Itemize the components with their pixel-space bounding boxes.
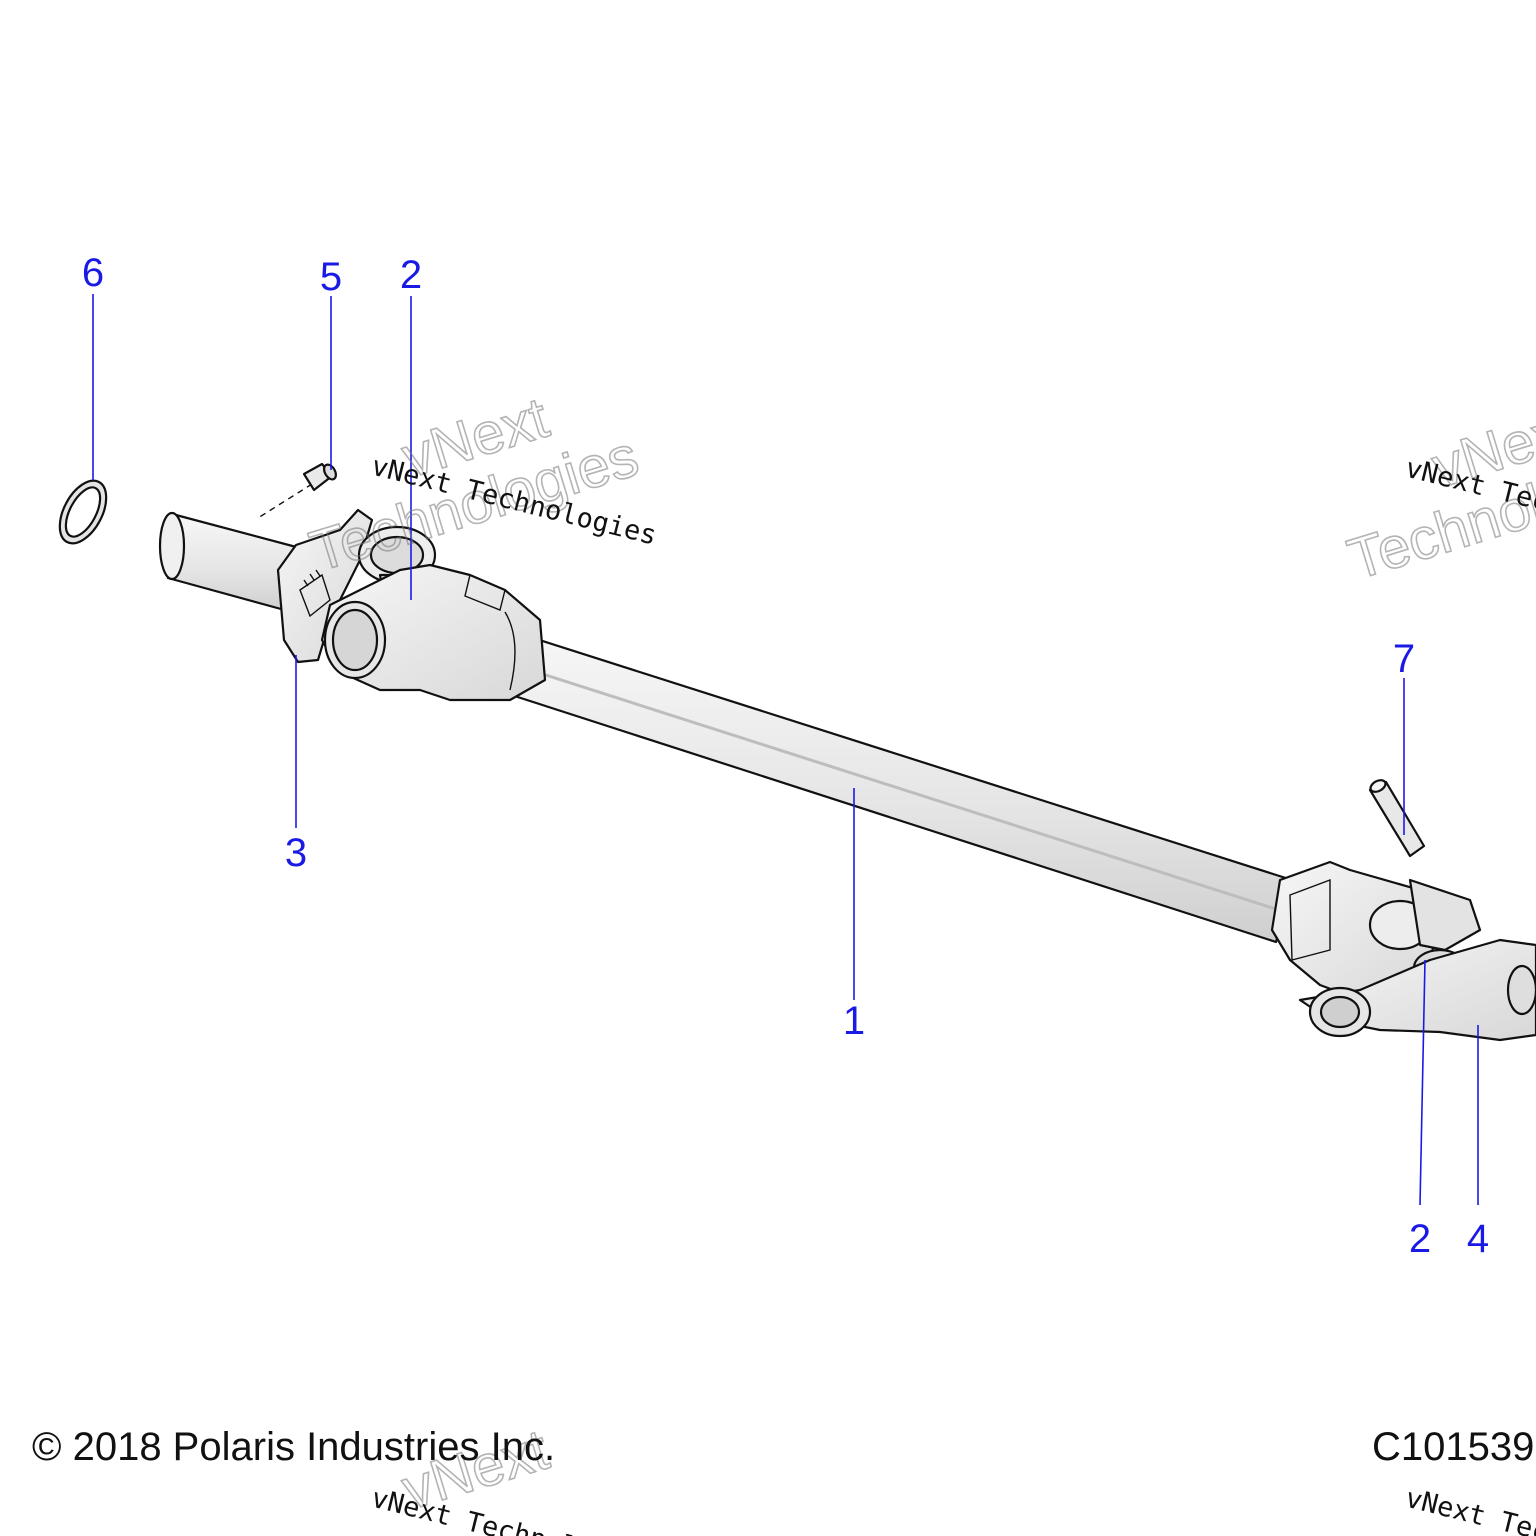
callout-cross-kit-left: 2 bbox=[400, 253, 422, 297]
callout-yoke-right: 4 bbox=[1467, 1217, 1489, 1261]
o-ring-part bbox=[58, 479, 108, 545]
drive-shaft-part bbox=[494, 628, 1294, 944]
input-stub-tube bbox=[158, 511, 302, 614]
roll-pin-part bbox=[1368, 779, 1426, 858]
watermark-text: vNext Technologies bbox=[1402, 1483, 1536, 1536]
right-yoke-part bbox=[1298, 938, 1536, 1042]
diagram-code: C101539 bbox=[1372, 1425, 1534, 1469]
callout-grease-fitting: 5 bbox=[320, 255, 342, 299]
copyright-notice: © 2018 Polaris Industries Inc. bbox=[32, 1425, 555, 1469]
left-tube-yoke bbox=[320, 563, 547, 702]
leader-lines bbox=[92, 294, 1479, 1206]
callout-yoke-left: 3 bbox=[285, 831, 307, 875]
callout-o-ring: 6 bbox=[82, 251, 104, 295]
callout-cross-kit-right: 2 bbox=[1409, 1217, 1431, 1261]
callout-roll-pin: 7 bbox=[1393, 637, 1415, 681]
callout-shaft: 1 bbox=[843, 999, 865, 1043]
grease-fitting-part bbox=[257, 462, 337, 519]
